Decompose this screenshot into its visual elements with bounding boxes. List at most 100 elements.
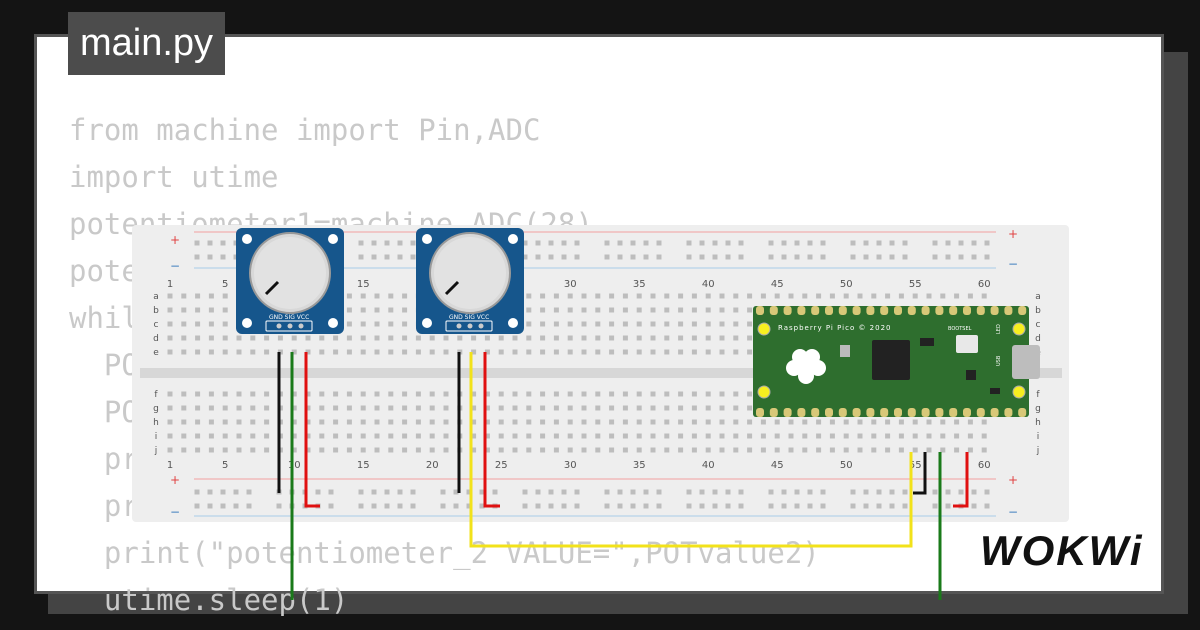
row-letter: b — [153, 306, 159, 316]
hole — [567, 321, 573, 327]
hole — [719, 321, 725, 327]
raspberry-pi-pico[interactable]: Raspberry Pi Pico © 2020 BOOTSEL LED USB — [753, 306, 1040, 417]
pin-pad — [769, 408, 778, 417]
hole — [453, 503, 459, 509]
potentiometer-1[interactable]: GND SIG VCC — [236, 228, 344, 334]
hole — [945, 503, 951, 509]
hole — [574, 503, 580, 509]
hole — [388, 307, 394, 313]
hole — [167, 419, 173, 425]
hole — [471, 447, 477, 453]
hole — [208, 307, 214, 313]
hole — [926, 293, 932, 299]
hole — [553, 447, 559, 453]
hole — [622, 335, 628, 341]
hole — [636, 335, 642, 341]
hole — [768, 254, 774, 260]
hole — [912, 447, 918, 453]
rail-plus-label: + — [1008, 227, 1018, 241]
hole — [643, 503, 649, 509]
hole — [305, 433, 311, 439]
hole — [774, 433, 780, 439]
hole — [374, 349, 380, 355]
hole — [276, 503, 282, 509]
hole — [222, 349, 228, 355]
hole — [898, 419, 904, 425]
hole — [747, 293, 753, 299]
hole — [333, 405, 339, 411]
hole — [346, 447, 352, 453]
hole — [479, 489, 485, 495]
hole — [371, 240, 377, 246]
hole — [374, 307, 380, 313]
row-letter: i — [155, 432, 158, 442]
hole — [208, 293, 214, 299]
hole — [678, 321, 684, 327]
hole — [691, 405, 697, 411]
hole — [360, 349, 366, 355]
hole — [181, 391, 187, 397]
pot-pin-label: GND SIG VCC — [269, 314, 309, 321]
hole — [397, 503, 403, 509]
hole — [794, 489, 800, 495]
hole — [333, 433, 339, 439]
hole — [207, 503, 213, 509]
code-line: from machine import Pin,ADC — [69, 113, 541, 147]
column-number: 30 — [564, 460, 577, 471]
hole — [725, 240, 731, 246]
hole — [553, 321, 559, 327]
hole — [195, 419, 201, 425]
hole — [788, 419, 794, 425]
hole — [604, 489, 610, 495]
hole — [498, 433, 504, 439]
hole — [781, 489, 787, 495]
hole — [181, 447, 187, 453]
hole — [319, 405, 325, 411]
hole — [691, 447, 697, 453]
hole — [595, 405, 601, 411]
hole — [794, 503, 800, 509]
hole — [738, 240, 744, 246]
hole — [526, 391, 532, 397]
hole — [738, 503, 744, 509]
hole — [535, 489, 541, 495]
hole — [402, 321, 408, 327]
hole — [374, 321, 380, 327]
hole — [443, 433, 449, 439]
pin-pad — [1018, 408, 1027, 417]
hole — [291, 391, 297, 397]
row-letter: d — [1035, 334, 1041, 344]
file-tab[interactable]: main.py — [68, 12, 226, 75]
pin-pad — [949, 408, 958, 417]
hole — [181, 433, 187, 439]
hole — [636, 293, 642, 299]
hole — [699, 240, 705, 246]
hole — [705, 321, 711, 327]
pin-pad — [976, 306, 985, 315]
hole — [374, 405, 380, 411]
hole — [512, 335, 518, 341]
pin-pad — [866, 408, 875, 417]
column-number: 1 — [167, 460, 173, 471]
hole — [581, 447, 587, 453]
hole — [443, 447, 449, 453]
hole — [410, 254, 416, 260]
hole — [678, 405, 684, 411]
hole — [471, 349, 477, 355]
hole — [609, 335, 615, 341]
hole — [643, 254, 649, 260]
wires — [277, 352, 969, 600]
hole — [691, 335, 697, 341]
hole — [548, 503, 554, 509]
hole — [747, 307, 753, 313]
hole — [807, 489, 813, 495]
hole — [733, 419, 739, 425]
hole — [333, 349, 339, 355]
hole — [548, 489, 554, 495]
hole — [384, 254, 390, 260]
hole — [595, 293, 601, 299]
potentiometer-2[interactable]: GND SIG VCC — [416, 228, 524, 334]
hole — [863, 503, 869, 509]
hole — [733, 447, 739, 453]
column-number: 60 — [978, 279, 991, 290]
